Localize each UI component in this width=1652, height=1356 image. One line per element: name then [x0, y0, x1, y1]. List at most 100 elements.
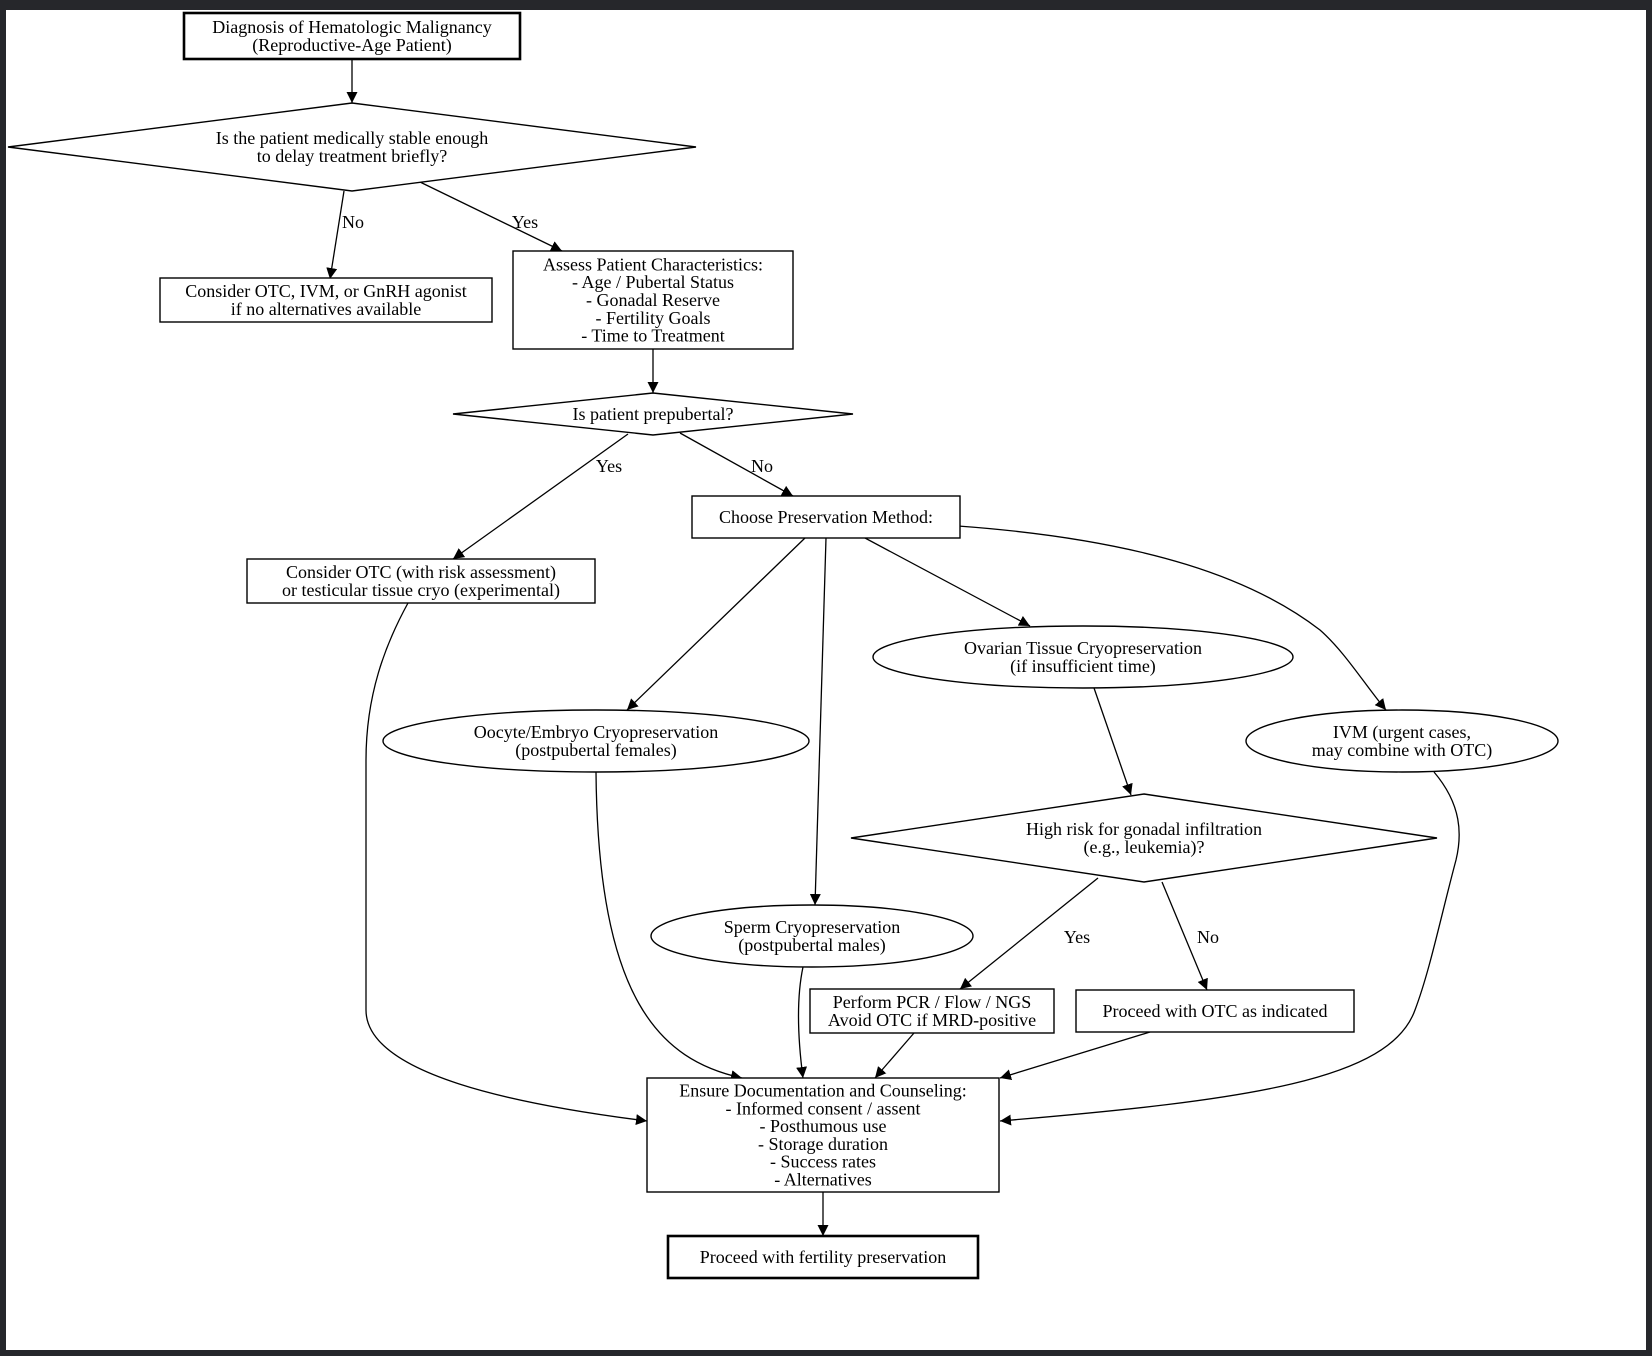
edge-arrow — [365, 602, 648, 1126]
node-shape — [452, 392, 854, 436]
node-text-line: Proceed with OTC as indicated — [1103, 1001, 1328, 1021]
node-diagnosis: Diagnosis of Hematologic Malignancy(Repr… — [182, 11, 522, 61]
node-text-line: Choose Preservation Method: — [719, 507, 933, 527]
node-text-line: Is the patient medically stable enough — [216, 128, 488, 148]
edge-ivm-to-document — [999, 771, 1460, 1126]
edge-arrow — [1093, 687, 1133, 796]
node-text-line: IVM (urgent cases, — [1333, 722, 1471, 743]
node-proceed-otc: Proceed with OTC as indicated — [1075, 989, 1355, 1033]
node-text-line: - Gonadal Reserve — [586, 290, 720, 310]
edge-infiltration-to-pcr: Yes — [959, 877, 1099, 990]
edge-oocyte-to-document — [595, 771, 743, 1082]
node-text-line: Oocyte/Embryo Cryopreservation — [474, 722, 718, 742]
node-text-line: or testicular tissue cryo (experimental) — [282, 580, 560, 601]
node-ovarian: Ovarian Tissue Cryopreservation(if insuf… — [872, 625, 1294, 689]
node-text-line: (if insufficient time) — [1010, 656, 1156, 677]
node-shape — [182, 11, 522, 61]
node-text-line: Assess Patient Characteristics: — [543, 254, 763, 274]
edge-arrow — [957, 525, 1387, 711]
edge-sperm-to-document — [796, 966, 808, 1079]
node-text-line: Is patient prepubertal? — [573, 404, 734, 424]
edge-stable-to-urgent: No — [326, 190, 364, 280]
node-final: Proceed with fertility preservation — [666, 1234, 980, 1280]
edge-arrow — [679, 432, 794, 497]
node-text-line: (e.g., leukemia)? — [1084, 837, 1205, 858]
node-oocyte: Oocyte/Embryo Cryopreservation(postpuber… — [382, 709, 810, 773]
edge-pcr-to-document — [874, 1032, 915, 1079]
edge-choose-to-ivm — [957, 525, 1387, 711]
edge-label-yes: Yes — [596, 456, 622, 476]
node-text-line: (postpubertal males) — [738, 935, 885, 956]
edge-infiltration-to-proceed_otc: No — [1161, 881, 1219, 991]
node-text-line: Consider OTC, IVM, or GnRH agonist — [185, 281, 467, 301]
node-text-line: - Fertility Goals — [596, 308, 711, 328]
node-text-line: Proceed with fertility preservation — [700, 1247, 946, 1267]
node-shape — [246, 558, 596, 604]
node-shape — [650, 904, 974, 968]
edge-arrow — [595, 771, 743, 1082]
node-text-line: - Alternatives — [774, 1170, 871, 1190]
node-text-line: - Success rates — [770, 1152, 876, 1172]
edge-arrow — [874, 1032, 915, 1079]
node-text-line: may combine with OTC) — [1312, 740, 1492, 761]
node-shape — [646, 1077, 1000, 1193]
edge-arrow — [999, 771, 1460, 1126]
edge-arrow — [419, 181, 563, 252]
edge-arrow — [626, 537, 806, 711]
node-text-line: - Posthumous use — [759, 1116, 886, 1136]
edge-choose-to-oocyte — [626, 537, 806, 711]
edge-arrow — [999, 1031, 1151, 1081]
node-shape — [809, 988, 1055, 1034]
node-text-line: Avoid OTC if MRD-positive — [828, 1010, 1036, 1030]
edge-prepub_otc-to-document — [365, 602, 648, 1126]
node-sperm: Sperm Cryopreservation(postpubertal male… — [650, 904, 974, 968]
edge-choose-to-sperm — [809, 537, 827, 906]
node-infiltration: High risk for gonadal infiltration(e.g.,… — [850, 793, 1438, 883]
node-text-line: Ovarian Tissue Cryopreservation — [964, 638, 1202, 658]
node-text-line: to delay treatment briefly? — [257, 146, 447, 166]
node-text-line: - Storage duration — [758, 1134, 888, 1154]
node-text-line: - Age / Pubertal Status — [572, 272, 734, 292]
edge-arrow — [796, 966, 808, 1079]
node-shape — [382, 709, 810, 773]
edge-stable-to-assess: Yes — [419, 181, 563, 252]
node-text-line: if no alternatives available — [231, 299, 421, 319]
edge-prepubertal-to-prepub_otc: Yes — [452, 433, 629, 560]
node-stable: Is the patient medically stable enoughto… — [7, 102, 697, 192]
node-text-line: Sperm Cryopreservation — [724, 917, 900, 937]
node-shape — [850, 793, 1438, 883]
edge-prepubertal-to-choose: No — [679, 432, 794, 497]
node-text-line: - Informed consent / assent — [726, 1098, 921, 1118]
edge-proceed_otc-to-document — [999, 1031, 1151, 1081]
edge-choose-to-ovarian — [864, 537, 1031, 627]
node-text-line: Diagnosis of Hematologic Malignancy — [212, 17, 491, 37]
node-document: Ensure Documentation and Counseling:- In… — [646, 1077, 1000, 1193]
edge-label-no: No — [1197, 927, 1219, 947]
edge-arrow — [809, 537, 827, 906]
edge-label-no: No — [751, 456, 773, 476]
edge-label-yes: Yes — [1064, 927, 1090, 947]
node-ivm: IVM (urgent cases,may combine with OTC) — [1245, 709, 1559, 773]
node-shape — [1075, 989, 1355, 1033]
node-shape — [159, 277, 493, 323]
edge-arrow — [1161, 881, 1208, 991]
node-assess: Assess Patient Characteristics:- Age / P… — [512, 250, 794, 350]
node-text-line: (postpubertal females) — [515, 740, 676, 761]
node-text-line: (Reproductive-Age Patient) — [252, 35, 451, 56]
edge-arrow — [326, 190, 345, 280]
node-shape — [872, 625, 1294, 689]
node-text-line: Ensure Documentation and Counseling: — [679, 1081, 966, 1101]
node-shape — [7, 102, 697, 192]
node-text-line: High risk for gonadal infiltration — [1026, 819, 1262, 839]
node-shape — [666, 1234, 980, 1280]
node-shape — [1245, 709, 1559, 773]
edge-arrow — [959, 877, 1099, 990]
node-text-line: - Time to Treatment — [581, 326, 725, 346]
edge-ovarian-to-infiltration — [1093, 687, 1133, 796]
node-text-line: Perform PCR / Flow / NGS — [833, 992, 1032, 1012]
node-shape — [512, 250, 794, 350]
node-shape — [691, 495, 961, 539]
